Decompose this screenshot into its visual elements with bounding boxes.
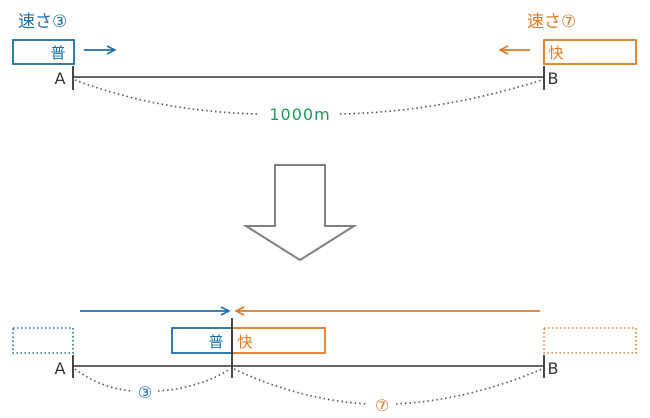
distance-brace-right <box>339 79 543 115</box>
ratio-local-label: ③ <box>138 383 152 402</box>
top-scene: 速さ③ 速さ⑦ 普 快 A B 1000m <box>12 12 637 124</box>
point-b-label-bottom: B <box>548 359 559 378</box>
ratio-brace-express-right <box>395 368 543 405</box>
down-arrow-icon <box>242 164 358 262</box>
local-train-box <box>12 39 75 65</box>
express-start-ghost <box>543 327 637 354</box>
local-train-label-meeting: 普 <box>208 333 223 351</box>
speed-local-label: 速さ③ <box>18 12 67 32</box>
distance-brace-left <box>74 79 261 115</box>
local-train-box-meeting <box>171 327 233 354</box>
point-a-label-bottom: A <box>55 359 66 378</box>
local-start-ghost <box>12 327 74 354</box>
express-train-box <box>543 39 637 65</box>
distance-label: 1000m <box>269 105 330 124</box>
ratio-brace-local-right <box>157 368 231 392</box>
ratio-brace-local-left <box>74 368 133 392</box>
ratio-express-label: ⑦ <box>375 396 389 415</box>
express-train-label-meeting: 快 <box>237 333 252 351</box>
bottom-scene: 普 快 A B ③ ⑦ <box>12 311 637 415</box>
speed-express-label: 速さ⑦ <box>527 12 576 32</box>
express-train-label: 快 <box>548 44 563 62</box>
ratio-brace-express-left <box>233 368 369 405</box>
local-train-label: 普 <box>50 44 65 62</box>
point-a-label-top: A <box>55 69 66 88</box>
point-b-label-top: B <box>548 69 559 88</box>
